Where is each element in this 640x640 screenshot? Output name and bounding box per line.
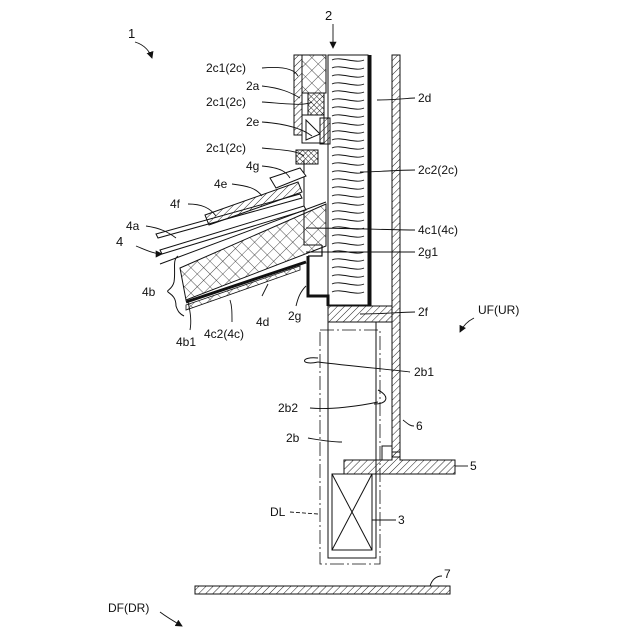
brace-4b <box>168 256 184 316</box>
label-2c1-b: 2c1(2c) <box>206 95 246 109</box>
label-2c1-c: 2c1(2c) <box>206 141 246 155</box>
label-4a: 4a <box>126 219 140 233</box>
roof-4 <box>156 168 326 310</box>
outer-frame-2a <box>294 55 330 164</box>
ellipse-2b1 <box>305 358 319 363</box>
label-4b1: 4b1 <box>176 335 196 349</box>
label-2c1-a: 2c1(2c) <box>206 61 246 75</box>
leader-lines <box>135 24 474 626</box>
label-2g: 2g <box>288 309 301 323</box>
label-2: 2 <box>325 8 332 23</box>
label-2b2: 2b2 <box>278 401 298 415</box>
label-uf-ur: UF(UR) <box>478 303 519 317</box>
label-4c1: 4c1(4c) <box>418 223 458 237</box>
floor-7 <box>195 586 450 594</box>
label-2a: 2a <box>246 79 260 93</box>
insulation-column-2c2 <box>328 55 368 305</box>
label-2e: 2e <box>246 115 260 129</box>
label-5: 5 <box>470 459 477 473</box>
label-4: 4 <box>116 234 123 249</box>
label-7: 7 <box>444 567 451 581</box>
label-4g: 4g <box>246 159 259 173</box>
block-3 <box>332 474 372 550</box>
label-2g1: 2g1 <box>418 245 438 259</box>
label-2d: 2d <box>418 91 431 105</box>
label-2c2: 2c2(2c) <box>418 163 458 177</box>
label-df-dr: DF(DR) <box>108 601 149 615</box>
label-6: 6 <box>416 419 423 433</box>
label-4b: 4b <box>142 285 156 299</box>
label-2b1: 2b1 <box>414 365 434 379</box>
label-2b: 2b <box>286 431 300 445</box>
label-4f: 4f <box>170 197 181 211</box>
label-4d: 4d <box>256 315 269 329</box>
label-1: 1 <box>128 26 135 41</box>
label-4e: 4e <box>214 177 228 191</box>
label-dl: DL <box>270 505 286 519</box>
label-2f: 2f <box>418 305 429 319</box>
board-6 <box>392 55 400 457</box>
label-4c2: 4c2(4c) <box>204 327 244 341</box>
label-3: 3 <box>398 513 405 527</box>
